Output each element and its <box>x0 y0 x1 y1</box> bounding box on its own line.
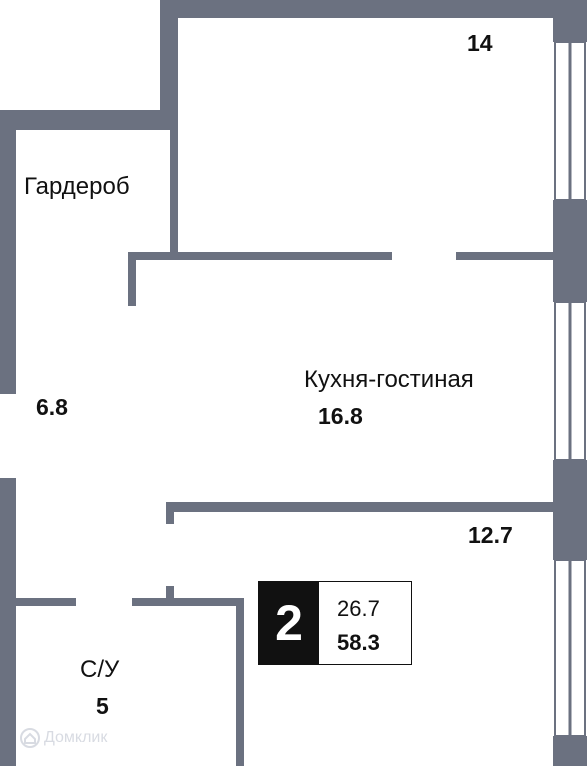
kitchen-area: 16.8 <box>318 403 363 429</box>
inner-wall <box>166 586 174 600</box>
inner-wall <box>170 128 178 252</box>
outer-wall <box>160 0 178 112</box>
apartment-summary-badge: 2 26.7 58.3 <box>258 581 412 665</box>
outer-wall <box>0 110 16 394</box>
inner-wall <box>128 252 136 306</box>
outer-wall <box>553 460 587 560</box>
room-bottom-area: 12.7 <box>468 522 513 548</box>
house-logo-icon <box>20 728 40 748</box>
outer-wall <box>553 736 587 766</box>
outer-wall <box>553 0 587 42</box>
rooms-count: 2 <box>259 582 319 664</box>
bathroom-area: 5 <box>96 693 109 719</box>
outer-wall <box>553 200 587 302</box>
bathroom-label: С/У <box>80 656 120 683</box>
inner-wall <box>128 252 392 260</box>
inner-wall <box>236 598 244 766</box>
outer-wall <box>160 0 587 18</box>
inner-wall <box>132 598 244 606</box>
living-area: 26.7 <box>337 596 380 621</box>
inner-wall <box>14 598 76 606</box>
watermark: Домклик <box>20 728 107 748</box>
room-top-area: 14 <box>467 30 493 56</box>
watermark-text: Домклик <box>44 729 108 746</box>
inner-wall <box>456 252 554 260</box>
outer-wall <box>0 478 16 766</box>
outer-wall <box>0 110 178 130</box>
inner-wall <box>166 502 174 524</box>
total-area: 58.3 <box>337 630 380 655</box>
hall-area: 6.8 <box>36 394 68 420</box>
kitchen-label: Кухня-гостиная <box>304 366 474 393</box>
wardrobe-label: Гардероб <box>24 173 130 200</box>
inner-wall <box>166 502 554 512</box>
